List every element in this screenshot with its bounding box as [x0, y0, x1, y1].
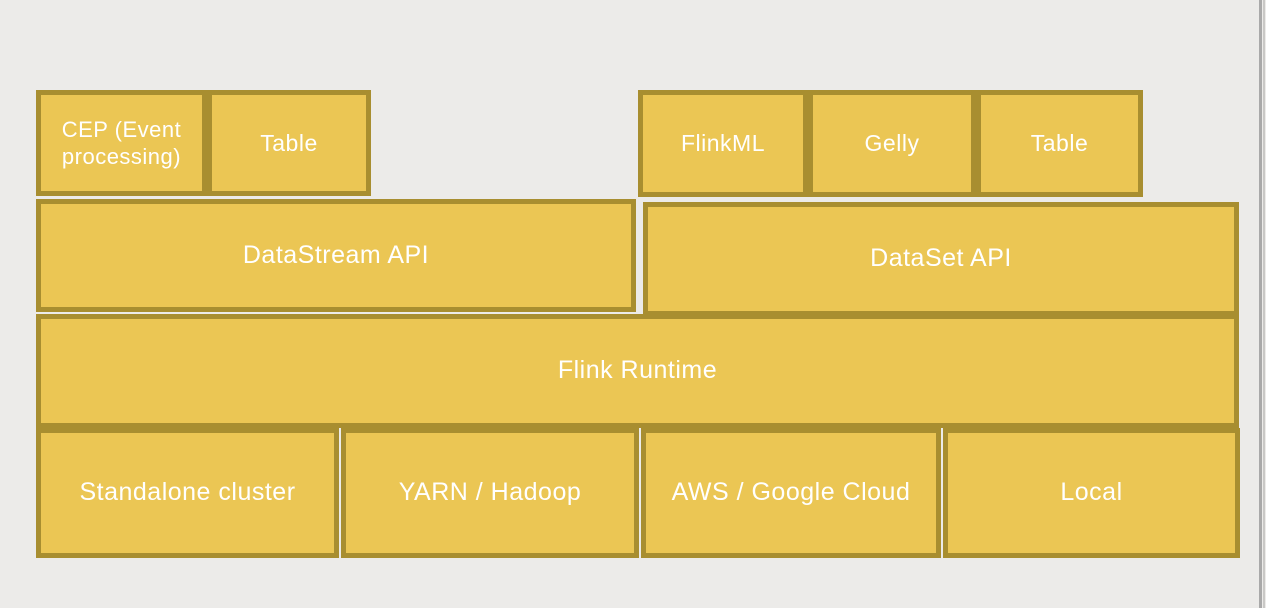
page-right-edge-line [1259, 0, 1262, 608]
box-label: Table [260, 129, 318, 156]
box-label: Gelly [864, 130, 920, 157]
box-dataset-api: DataSet API [643, 202, 1239, 316]
page-right-edge-line-highlight [1263, 0, 1265, 608]
box-local: Local [943, 428, 1240, 558]
box-standalone-cluster: Standalone cluster [36, 428, 339, 558]
box-label: DataStream API [242, 240, 430, 269]
box-label: Table [1030, 130, 1089, 157]
box-gelly: Gelly [808, 90, 976, 197]
box-datastream-api: DataStream API [36, 199, 636, 312]
box-label: AWS / Google Cloud [671, 478, 911, 507]
box-table-batch: Table [976, 90, 1143, 197]
box-table-streaming: Table [207, 90, 371, 196]
box-yarn-hadoop: YARN / Hadoop [341, 428, 639, 558]
box-label: CEP (Event processing) [61, 116, 182, 170]
box-label: DataSet API [870, 244, 1012, 273]
box-label: Local [1060, 478, 1123, 507]
box-flinkml: FlinkML [638, 90, 808, 197]
box-label: YARN / Hadoop [398, 478, 582, 507]
box-cep-event-processing: CEP (Event processing) [36, 90, 207, 196]
box-label: Standalone cluster [79, 478, 296, 507]
box-aws-google-cloud: AWS / Google Cloud [641, 428, 941, 558]
box-label: FlinkML [680, 130, 765, 157]
box-flink-runtime: Flink Runtime [36, 314, 1239, 428]
box-label: Flink Runtime [557, 356, 718, 385]
